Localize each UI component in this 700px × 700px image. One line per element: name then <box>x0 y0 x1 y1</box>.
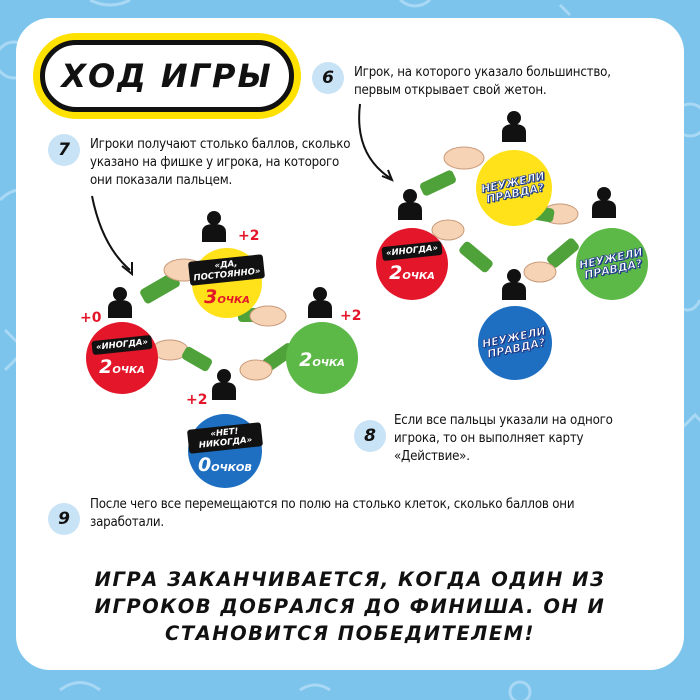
person-icon <box>202 211 226 242</box>
step-number-9: 9 <box>48 503 80 535</box>
chip-label: «НЕТ! НИКОГДА» <box>186 422 264 454</box>
step-6-text: Игрок, на которого указало большинство, … <box>354 65 611 98</box>
bonus-label: +2 <box>340 308 362 324</box>
chip-text: НЕУЖЕЛИ ПРАВДА? <box>479 169 546 206</box>
chip-points: 2ОЧКА <box>99 356 145 378</box>
chip-label: «ИНОГДА» <box>91 334 153 356</box>
bonus-label: +2 <box>186 392 208 408</box>
step-7-text: Игроки получают столько баллов, сколько … <box>90 137 351 188</box>
chip-top-right-diagram: НЕУЖЕЛИ ПРАВДА? <box>476 150 552 226</box>
arrow-icon <box>358 103 394 182</box>
chip-points: 0ОЧКОВ <box>197 454 253 476</box>
step-number-7: 7 <box>48 134 80 166</box>
hand-icon <box>431 219 493 273</box>
bonus-label: +2 <box>238 228 260 244</box>
hand-icon <box>420 146 485 196</box>
step-number-8: 8 <box>354 420 386 452</box>
chip-left-right-diagram: «ИНОГДА» 2ОЧКА <box>376 228 448 300</box>
person-icon <box>502 111 526 142</box>
chip-bottom-right-diagram: НЕУЖЕЛИ ПРАВДА? <box>478 306 552 380</box>
step-9-text: После чего все перемещаются по полю на с… <box>90 497 575 530</box>
chip-right-right-diagram: НЕУЖЕЛИ ПРАВДА? <box>576 228 648 300</box>
person-icon <box>398 189 422 220</box>
hand-icon <box>151 339 213 372</box>
person-icon <box>212 369 236 400</box>
chip-points: 3ОЧКА <box>204 286 250 308</box>
chip-text: НЕУЖЕЛИ ПРАВДА? <box>577 245 644 282</box>
chip-points: 2ОЧКА <box>299 349 345 371</box>
arrow-icon <box>91 195 133 277</box>
person-icon <box>108 287 132 318</box>
chip-label: «ИНОГДА» <box>381 240 443 262</box>
bonus-label: +0 <box>80 310 102 326</box>
step-8-text: Если все пальцы указали на одного игрока… <box>394 413 613 464</box>
chip-left: «ИНОГДА» 2ОЧКА <box>86 322 158 394</box>
chip-bottom: «НЕТ! НИКОГДА» 0ОЧКОВ <box>186 414 264 488</box>
person-icon <box>502 269 526 300</box>
final-statement: ИГРА ЗАКАНЧИВАЕТСЯ, КОГДА ОДИН ИЗ ИГРОКО… <box>94 568 606 645</box>
step-number-6: 6 <box>312 62 344 94</box>
page-title: ХОД ИГРЫ <box>61 57 273 95</box>
chip-right: 2ОЧКА <box>286 322 358 394</box>
chip-label: «ДА, ПОСТОЯННО» <box>188 254 266 286</box>
person-icon <box>308 287 332 318</box>
person-icon <box>592 187 616 218</box>
chip-top: «ДА, ПОСТОЯННО» 3ОЧКА <box>188 248 266 318</box>
chip-points: 2ОЧКА <box>389 262 435 284</box>
hand-icon <box>523 238 579 283</box>
title-badge: ХОД ИГРЫ <box>40 40 294 112</box>
chip-text: НЕУЖЕЛИ ПРАВДА? <box>480 324 547 361</box>
